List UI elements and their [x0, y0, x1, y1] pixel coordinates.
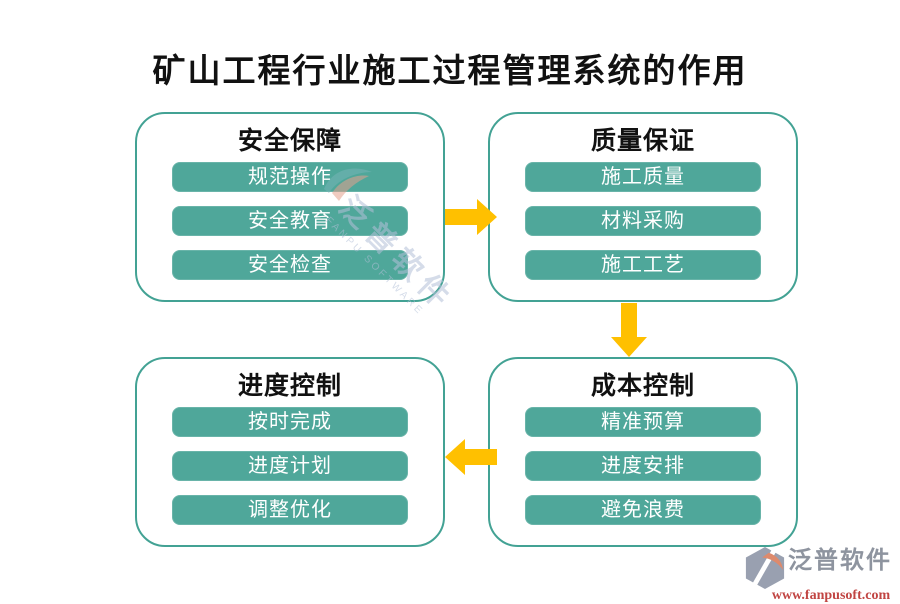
box-quality-items: 施工质量 材料采购 施工工艺 [525, 162, 761, 280]
arrow-left-icon [445, 439, 497, 475]
pill-item: 安全教育 [172, 206, 408, 236]
pill-item: 规范操作 [172, 162, 408, 192]
box-progress-header: 进度控制 [237, 373, 342, 400]
pill-item: 避免浪费 [525, 495, 761, 525]
arrow-down-icon [611, 303, 647, 357]
pill-item: 进度安排 [525, 451, 761, 481]
fanpu-logo-icon [745, 546, 785, 590]
box-progress: 进度控制 按时完成 进度计划 调整优化 [135, 357, 445, 547]
pill-item: 调整优化 [172, 495, 408, 525]
box-cost: 成本控制 精准预算 进度安排 避免浪费 [488, 357, 798, 547]
box-safety-header: 安全保障 [237, 128, 342, 155]
arrow-right-icon [445, 199, 497, 235]
pill-item: 施工工艺 [525, 250, 761, 280]
box-progress-items: 按时完成 进度计划 调整优化 [172, 407, 408, 525]
box-quality-header: 质量保证 [590, 128, 695, 155]
diagram-title: 矿山工程行业施工过程管理系统的作用 [152, 54, 748, 90]
pill-item: 进度计划 [172, 451, 408, 481]
footer-url-text: www.fanpusoft.com [771, 588, 891, 603]
box-quality: 质量保证 施工质量 材料采购 施工工艺 [488, 112, 798, 302]
box-cost-header: 成本控制 [590, 373, 695, 400]
pill-item: 精准预算 [525, 407, 761, 437]
pill-item: 安全检查 [172, 250, 408, 280]
footer-brand-text: 泛普软件 [788, 548, 892, 574]
box-safety-items: 规范操作 安全教育 安全检查 [172, 162, 408, 280]
pill-item: 材料采购 [525, 206, 761, 236]
pill-item: 按时完成 [172, 407, 408, 437]
pill-item: 施工质量 [525, 162, 761, 192]
box-cost-items: 精准预算 进度安排 避免浪费 [525, 407, 761, 525]
box-safety: 安全保障 规范操作 安全教育 安全检查 [135, 112, 445, 302]
footer-brand-block: 泛普软件 www.fanpusoft.com [744, 546, 896, 603]
